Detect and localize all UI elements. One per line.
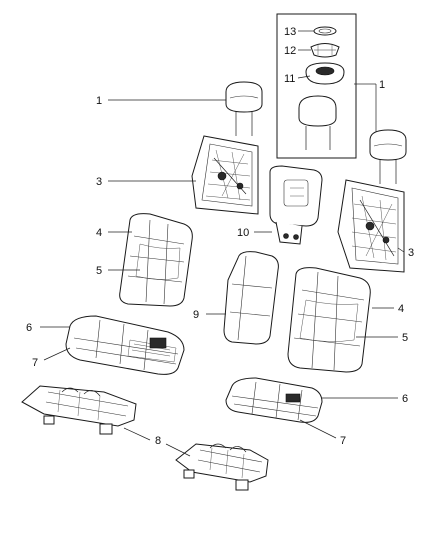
callout-12: 12 — [284, 45, 296, 57]
leader-lines — [40, 30, 405, 457]
callout-6-right: 6 — [402, 393, 408, 405]
seat-frame-left — [21, 385, 137, 435]
headrest-right — [369, 129, 407, 184]
seat-cushion-right — [225, 377, 323, 423]
callout-4-right: 4 — [398, 303, 404, 315]
callout-7-right: 7 — [340, 435, 346, 447]
headrest-inset-box — [276, 13, 357, 159]
callout-13: 13 — [284, 26, 296, 38]
seatback-cover-right — [287, 267, 371, 373]
callout-10: 10 — [237, 227, 249, 239]
seat-frame-right — [175, 443, 269, 491]
callout-3-right: 3 — [408, 247, 414, 259]
armrest-bezel — [269, 165, 323, 245]
seatback-cover-left — [119, 213, 193, 307]
callout-9: 9 — [193, 309, 199, 321]
callout-5-left: 5 — [96, 265, 102, 277]
callout-8: 8 — [155, 435, 161, 447]
headrest-left — [225, 81, 263, 136]
seat-cushion-left — [65, 315, 185, 375]
seatback-frame-right — [337, 179, 405, 273]
callout-3-left: 3 — [96, 176, 102, 188]
callout-4-left: 4 — [96, 227, 102, 239]
callout-6-left: 6 — [26, 322, 32, 334]
armrest-cover — [223, 251, 279, 345]
callout-1-left: 1 — [96, 95, 102, 107]
callout-1-right: 1 — [379, 79, 385, 91]
callout-7-left: 7 — [32, 357, 38, 369]
callout-5-right: 5 — [402, 332, 408, 344]
seatback-frame-left — [191, 135, 259, 215]
callout-11: 11 — [284, 73, 295, 85]
callout-labels: 1 1 3 3 4 4 5 5 6 6 7 7 8 9 10 11 12 13 — [26, 26, 414, 447]
